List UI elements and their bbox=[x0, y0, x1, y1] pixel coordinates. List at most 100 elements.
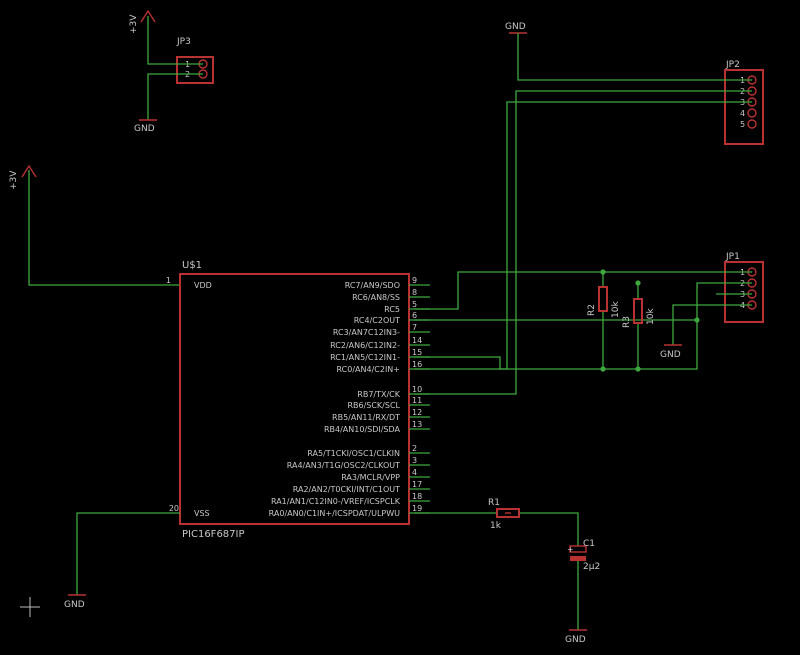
mcu-ref-label: U$1 bbox=[182, 260, 202, 271]
mcu-pin-15-name: RC1/AN5/C12IN1- bbox=[330, 353, 400, 362]
c1-plate-bottom bbox=[570, 556, 586, 561]
mcu-pin-12-name: RB5/AN11/RX/DT bbox=[332, 413, 400, 422]
wire-jp1-gnd bbox=[672, 304, 752, 345]
r3-value-label: 10k bbox=[646, 308, 656, 325]
mcu-pin-17-num: 17 bbox=[412, 480, 422, 489]
mcu-pin-4-name: RA3/MCLR/VPP bbox=[341, 473, 400, 482]
jp2-pin-4-num: 4 bbox=[740, 109, 745, 118]
origin-crosshair-icon bbox=[20, 597, 40, 617]
supply-gnd-jp3: GND bbox=[134, 119, 157, 134]
resistor-r1[interactable]: R1 1k bbox=[488, 498, 520, 531]
jp2-label: JP2 bbox=[725, 60, 740, 70]
supply-gnd-top: GND bbox=[505, 22, 527, 34]
c1-ref-label: C1 bbox=[583, 539, 595, 549]
gnd-c1-label: GND bbox=[565, 635, 586, 645]
mcu-pin-8-num: 8 bbox=[412, 288, 417, 297]
r1-value-label: 1k bbox=[490, 521, 502, 531]
mcu-pin-10-name: RB7/TX/CK bbox=[357, 390, 400, 399]
resistor-r3[interactable]: R3 10k bbox=[622, 298, 656, 328]
r3-ref-label: R3 bbox=[622, 316, 632, 328]
gnd-jp1-label: GND bbox=[660, 350, 681, 360]
r2-value-label: 10k bbox=[611, 301, 621, 318]
mcu-pin-18-num: 18 bbox=[412, 492, 422, 501]
wire-rc4-jp1-2 bbox=[414, 282, 752, 321]
wire-jp2-pin2 bbox=[414, 90, 752, 395]
mcu-pin-12-num: 12 bbox=[412, 408, 422, 417]
junction-r2-top bbox=[600, 269, 606, 275]
resistor-r2[interactable]: R2 10k bbox=[587, 286, 621, 318]
mcu-pin-4-num: 4 bbox=[412, 468, 417, 477]
mcu-u1[interactable]: U$1 PIC16F687IP 1 VDD 20 VSS bbox=[166, 260, 410, 540]
mcu-value-label: PIC16F687IP bbox=[182, 529, 245, 540]
vcc-left-label: +3V bbox=[9, 170, 19, 190]
r3-body bbox=[633, 298, 643, 324]
mcu-pin-15-num: 15 bbox=[412, 348, 422, 357]
mcu-pin-vss-name: VSS bbox=[194, 509, 210, 518]
mcu-pin-2-num: 2 bbox=[412, 444, 417, 453]
mcu-pin-6-name: RC4/C2OUT bbox=[354, 316, 400, 325]
mcu-body bbox=[179, 273, 410, 525]
wire-jp3-gnd bbox=[147, 73, 203, 120]
supply-gnd-vss: GND bbox=[64, 594, 86, 610]
wire-vdd bbox=[28, 170, 180, 286]
mcu-pin-11-num: 11 bbox=[412, 396, 422, 405]
mcu-pin-11-name: RB6/SCK/SCL bbox=[347, 401, 400, 410]
gnd-top-label: GND bbox=[505, 22, 526, 32]
mcu-pin-vdd-num: 1 bbox=[166, 276, 171, 285]
vcc-top-label: +3V bbox=[129, 14, 139, 34]
jp3-body bbox=[176, 56, 214, 84]
mcu-pin-2-name: RA5/T1CKI/OSC1/CLKIN bbox=[307, 449, 400, 458]
mcu-pin-6-num: 6 bbox=[412, 311, 417, 320]
junction-r2-bottom bbox=[600, 366, 606, 372]
jp2-body bbox=[724, 69, 764, 145]
mcu-pin-7-name: RC3/AN7C12IN3- bbox=[333, 328, 400, 337]
supply-vcc-top: +3V bbox=[129, 9, 156, 34]
jp1-connector[interactable]: JP1 1 2 3 4 bbox=[724, 252, 764, 323]
mcu-pin-19-name: RA0/AN0/C1IN+/ICSPDAT/ULPWU bbox=[269, 509, 401, 518]
supply-gnd-jp1: GND bbox=[660, 344, 682, 360]
mcu-pin-10-num: 10 bbox=[412, 385, 422, 394]
vcc-arrow-icon bbox=[140, 9, 156, 23]
mcu-pin-9-name: RC7/AN9/SDO bbox=[345, 281, 400, 290]
c1-plate-top bbox=[569, 545, 587, 553]
wire-rc5-jp1-1 bbox=[414, 271, 752, 310]
gnd-vss-label: GND bbox=[64, 600, 85, 610]
jp2-pin-5-pad bbox=[747, 119, 757, 129]
jp3-connector[interactable]: JP3 1 2 bbox=[176, 37, 214, 84]
r1-ref-label: R1 bbox=[488, 498, 500, 508]
mcu-pin-3-name: RA4/AN3/T1G/OSC2/CLKOUT bbox=[287, 461, 400, 470]
wire-vss-gnd bbox=[76, 512, 180, 595]
capacitor-c1[interactable]: + C1 2µ2 bbox=[567, 539, 600, 572]
wire-jp3-vcc bbox=[147, 16, 203, 65]
mcu-pin-5-num: 5 bbox=[412, 300, 417, 309]
mcu-pin-vss-num: 20 bbox=[169, 504, 179, 513]
mcu-pin-16-name: RC0/AN4/C2IN+ bbox=[337, 365, 401, 374]
wire-r-bus bbox=[414, 320, 698, 370]
mcu-pin-7-num: 7 bbox=[412, 323, 417, 332]
junction-r3-top bbox=[635, 280, 641, 286]
mcu-pin-8-name: RC6/AN8/SS bbox=[352, 293, 400, 302]
mcu-pin-3-num: 3 bbox=[412, 456, 417, 465]
junction-r3-bottom bbox=[635, 366, 641, 372]
wire-jp2-gnd bbox=[517, 33, 752, 81]
c1-plus-icon: + bbox=[567, 545, 574, 554]
junction-rc4 bbox=[694, 317, 700, 323]
jp1-label: JP1 bbox=[725, 252, 740, 262]
mcu-pin-9-num: 9 bbox=[412, 276, 417, 285]
gnd-jp3-label: GND bbox=[134, 124, 155, 134]
supply-gnd-c1: GND bbox=[565, 629, 587, 645]
jp2-pin-5-num: 5 bbox=[740, 120, 745, 129]
r2-ref-label: R2 bbox=[587, 304, 597, 316]
r1-body bbox=[496, 508, 520, 518]
vcc-arrow-icon bbox=[21, 164, 37, 178]
wire-jp2-pin3 bbox=[414, 101, 752, 370]
mcu-pin-14-name: RC2/AN6/C12IN2- bbox=[330, 341, 400, 350]
supply-vcc-left: +3V bbox=[9, 164, 37, 190]
c1-value-label: 2µ2 bbox=[583, 562, 600, 572]
mcu-pin-14-num: 14 bbox=[412, 336, 422, 345]
mcu-pin-5-name: RC5 bbox=[384, 305, 400, 314]
mcu-pin-19-num: 19 bbox=[412, 504, 422, 513]
mcu-pin-13-num: 13 bbox=[412, 420, 422, 429]
